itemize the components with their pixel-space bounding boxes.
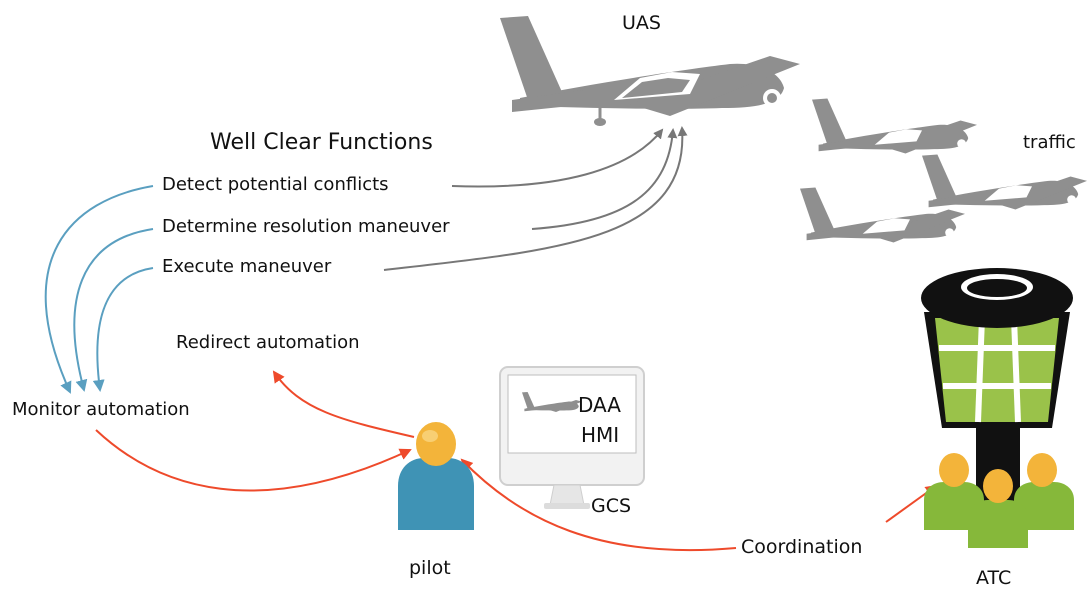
diagram-title: Well Clear Functions [210,130,433,155]
determine-to-uas-arrow [531,128,678,230]
redirect-automation-label: Redirect automation [176,332,360,353]
coordination-label: Coordination [741,536,863,558]
pilot-to-redirect-arrow [272,370,415,438]
pilot-icon [398,422,474,530]
function-detect: Detect potential conflicts [162,174,389,195]
display-label-line2: HMI [581,423,620,447]
uas-label: UAS [622,12,661,34]
gcs-label: GCS [591,495,632,517]
detect-to-monitor-arrow [44,185,154,394]
pilot-label: pilot [409,557,451,579]
traffic-aircraft-1-icon [812,98,977,154]
uas-aircraft-icon [500,16,800,126]
execute-to-uas-arrow [383,126,688,271]
coordination-to-pilot-arrow [460,458,737,552]
monitor-automation-label: Monitor automation [12,399,190,420]
function-determine: Determine resolution maneuver [162,216,450,237]
function-execute: Execute maneuver [162,256,332,277]
gcs-monitor-icon [499,366,645,509]
determine-to-monitor-arrow [73,228,154,392]
atc-controller-right-icon [1014,453,1074,530]
detect-to-uas-arrow [451,128,664,188]
monitor-to-pilot-arrow [95,429,412,492]
execute-to-monitor-arrow [92,267,154,392]
atc-controller-center-icon [968,469,1028,548]
display-aircraft-icon [522,392,582,412]
atc-tower-icon [921,268,1073,530]
traffic-aircraft-3-icon [800,187,965,243]
atc-label: ATC [976,567,1012,589]
traffic-label: traffic [1023,132,1076,153]
display-label-line1: DAA [578,393,621,417]
traffic-aircraft-2-icon [922,154,1087,210]
